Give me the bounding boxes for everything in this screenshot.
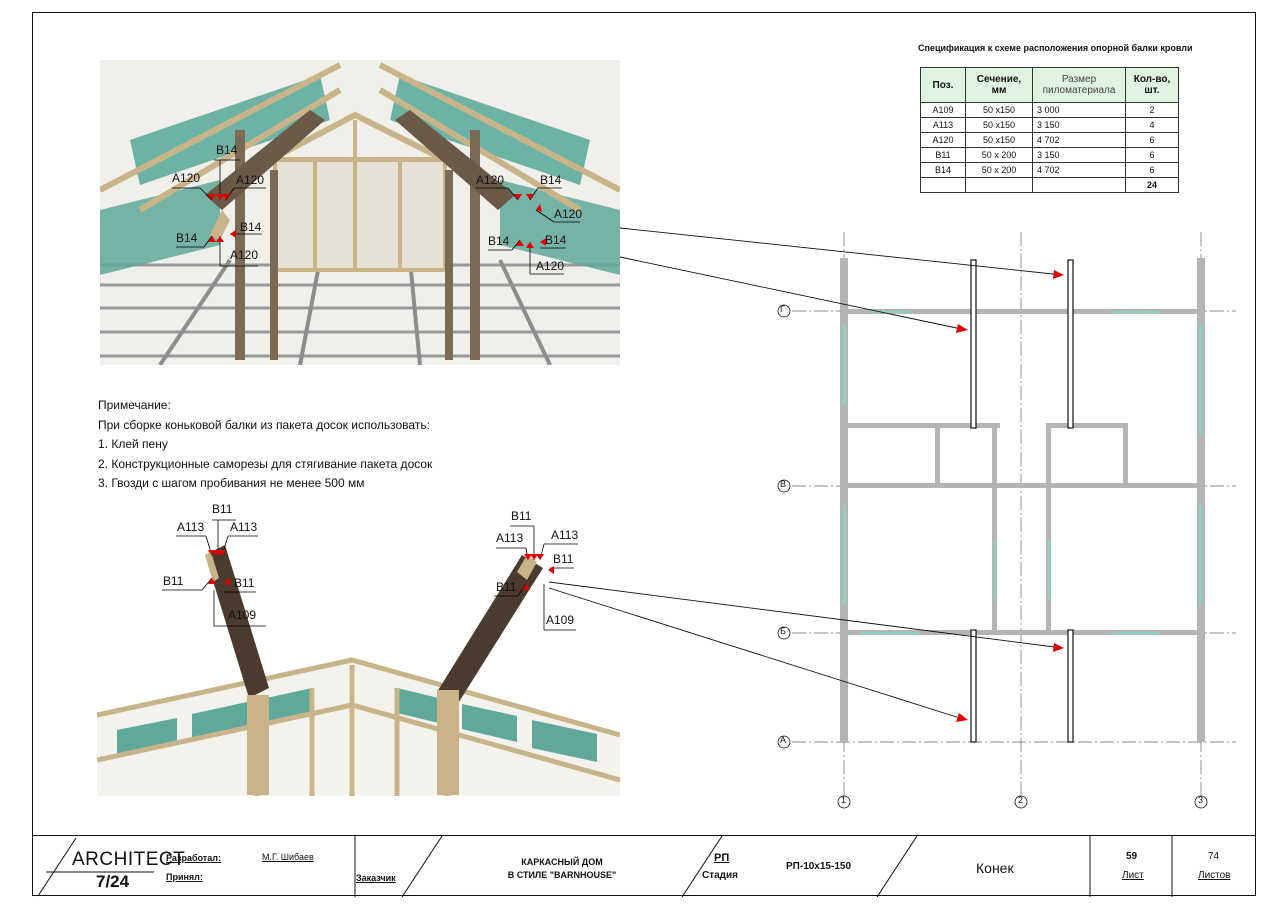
notes-item: 3. Гвозди с шагом пробивания не менее 50… bbox=[98, 476, 365, 490]
notes-heading: Примечание: bbox=[98, 398, 171, 412]
callout-a120-c: А120 bbox=[230, 248, 259, 262]
spec-header-qty: Кол-во, шт. bbox=[1125, 67, 1179, 103]
axis-label-col: 1 bbox=[841, 795, 847, 805]
sheets-label: Листов bbox=[1198, 870, 1231, 881]
axis-label-row: Б bbox=[780, 626, 786, 636]
project-title: КАРКАСНЫЙ ДОМ В СТИЛЕ "BARNHOUSE" bbox=[472, 856, 652, 882]
callout-a120-b: А120 bbox=[236, 173, 265, 187]
callout-a120-e: А120 bbox=[554, 207, 583, 221]
logo-724: 7/24 bbox=[96, 872, 130, 891]
notes-intro: При сборке коньковой балки из пакета дос… bbox=[98, 417, 430, 432]
callout-a120-d: А120 bbox=[476, 173, 505, 187]
spec-header-size: Размер пиломатериала bbox=[1032, 67, 1126, 103]
spec-title: Спецификация к схеме расположения опорно… bbox=[918, 43, 1193, 53]
stage-label: Стадия bbox=[702, 870, 739, 881]
callout-b11-e: В11 bbox=[553, 552, 574, 566]
notes-block: Примечание: При сборке коньковой балки и… bbox=[98, 396, 432, 494]
callout-a113-c: А113 bbox=[496, 531, 524, 545]
total-qty: 24 bbox=[1125, 177, 1179, 193]
bottom-3d-view bbox=[97, 545, 620, 796]
top-3d-view bbox=[100, 60, 620, 365]
developed-name: М.Г. Шибаев bbox=[262, 852, 314, 862]
axis-label-row: А bbox=[780, 735, 787, 745]
callout-a113-b: А113 bbox=[230, 520, 258, 534]
axis-label-row: В bbox=[780, 479, 787, 489]
stage-code: РП bbox=[714, 852, 730, 864]
table-row: В11 50 х 200 3 150 6 bbox=[920, 147, 1179, 163]
axis-label-col: 2 bbox=[1018, 795, 1024, 805]
callout-b14-d: В14 bbox=[540, 173, 562, 187]
notes-item: 2. Конструкционные саморезы для стягиван… bbox=[98, 456, 433, 471]
customer-label: Заказчик bbox=[356, 873, 396, 883]
callout-a120-a: А120 bbox=[172, 171, 201, 185]
spec-table: Поз. Сечение, мм Размер пиломатериала Ко… bbox=[920, 67, 1179, 193]
sheets-total: 74 bbox=[1208, 851, 1220, 862]
callout-b14-a: В14 bbox=[216, 143, 238, 157]
callout-b14-c: В14 bbox=[176, 231, 198, 245]
callout-b14-e: В14 bbox=[488, 234, 510, 248]
callout-b11-f: В11 bbox=[496, 580, 517, 594]
callout-a109-a: А109 bbox=[228, 608, 257, 622]
project-line: КАРКАСНЫЙ ДОМ bbox=[521, 857, 603, 867]
callout-a120-f: А120 bbox=[536, 259, 565, 273]
sheet-number: 59 bbox=[1126, 851, 1138, 862]
callout-b11-d: В11 bbox=[511, 509, 532, 523]
table-total-row: 24 bbox=[920, 177, 1179, 193]
table-row: В14 50 х 200 4 702 6 bbox=[920, 162, 1179, 178]
title-block-lines bbox=[37, 836, 1173, 897]
project-line: В СТИЛЕ "BARNHOUSE" bbox=[507, 870, 617, 880]
table-row: А120 50 х150 4 702 6 bbox=[920, 132, 1179, 148]
axis-label-col: 3 bbox=[1198, 795, 1204, 805]
callout-a113-a: А113 bbox=[177, 520, 205, 534]
callout-b11-c: В11 bbox=[234, 576, 255, 590]
doc-code: РП-10х15-150 bbox=[786, 861, 852, 872]
drawing-frame bbox=[32, 12, 1256, 896]
callout-b11-a: В11 bbox=[212, 502, 233, 516]
sheet-title: Конек bbox=[976, 860, 1014, 876]
callout-b11-b: В11 bbox=[163, 574, 184, 588]
spec-header-section: Сечение, мм bbox=[965, 67, 1033, 103]
callout-a109-b: А109 bbox=[546, 613, 575, 627]
logo-architect: ARCHITECT bbox=[72, 849, 186, 870]
callout-b14-b: В14 bbox=[240, 220, 262, 234]
sheet-label: Лист bbox=[1122, 870, 1144, 881]
notes-item: 1. Клей пену bbox=[98, 437, 168, 451]
title-block: ARCHITECT 7/24 Разработал: М.Г. Шибаев П… bbox=[32, 835, 1256, 897]
callout-b14-f: В14 bbox=[545, 233, 567, 247]
developed-label: Разработал: bbox=[166, 853, 221, 863]
accepted-label: Принял: bbox=[166, 872, 203, 882]
callout-a113-d: А113 bbox=[551, 528, 579, 542]
axis-label-row: Г bbox=[780, 304, 785, 314]
